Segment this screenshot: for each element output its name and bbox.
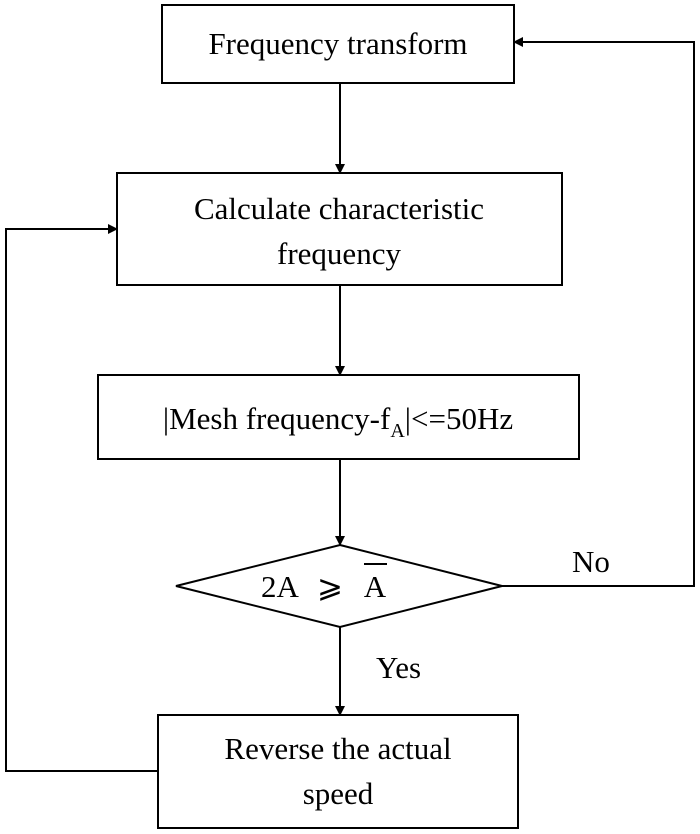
reverse-speed-box: Reverse the actual speed <box>157 714 519 829</box>
decision-right-operand: A <box>364 569 387 604</box>
mesh-frequency-prefix: |Mesh frequency-f <box>163 401 391 436</box>
decision-operator: ⩾ <box>317 569 343 604</box>
mesh-frequency-suffix: |<=50Hz <box>405 401 513 436</box>
reverse-speed-label-line1: Reverse the actual <box>224 731 451 766</box>
frequency-transform-box: Frequency transform <box>161 4 515 84</box>
mesh-frequency-subscript: A <box>390 420 405 442</box>
reverse-speed-label-line2: speed <box>303 776 374 811</box>
calculate-frequency-box: Calculate characteristic frequency <box>116 172 563 286</box>
yes-label: Yes <box>376 650 421 685</box>
frequency-transform-label: Frequency transform <box>208 26 467 61</box>
decision-left-operand: 2A <box>261 569 300 604</box>
mesh-frequency-condition-label: |Mesh frequency-fA|<=50Hz <box>163 401 513 442</box>
arrow-no-back-to-transform <box>502 37 695 587</box>
amplitude-decision-diamond: 2A ⩾ A <box>175 543 503 629</box>
mesh-frequency-condition-box: |Mesh frequency-fA|<=50Hz <box>97 374 580 460</box>
no-label: No <box>572 544 610 579</box>
calculate-frequency-label-line1: Calculate characteristic <box>194 191 484 226</box>
calculate-frequency-label-line2: frequency <box>277 236 401 271</box>
arrow-reverse-back-to-calculate <box>5 224 158 772</box>
